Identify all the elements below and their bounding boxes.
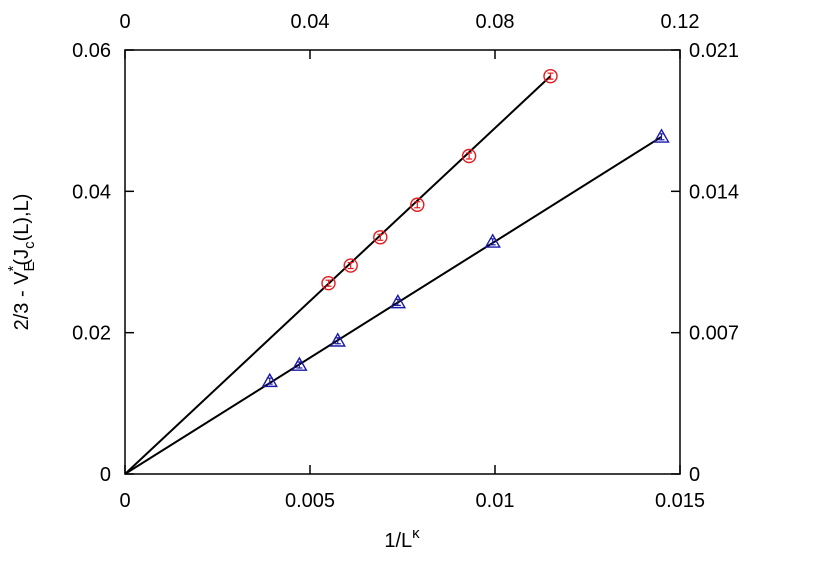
circle-marker [343,258,358,273]
triangle-marker [389,293,407,309]
triangle-marker [261,372,278,388]
plot-frame [124,49,681,475]
right-tick-label: 0 [689,464,700,486]
tick-labels: 0 0.005 0.01 0.015 0 0.04 0.08 0.12 0 0.02 0.04 0.0… [72,11,739,512]
circle-marker [543,68,558,84]
x-axis-label: 1/Lκ [384,525,420,552]
triangle-marker [653,128,670,143]
top-tick-label: 0.12 [661,11,700,33]
top-tick-label: 0.08 [476,11,515,33]
circle-marker [321,276,336,291]
right-tick-label: 0.021 [689,40,739,62]
left-tick-label: 0.02 [72,323,111,345]
left-tick-label: 0 [100,464,111,486]
right-tick-label: 0.014 [689,181,739,203]
triangle-marker [329,332,346,347]
bottom-tick-label: 0.015 [655,490,705,512]
fit-line-triangle [124,135,663,475]
top-tick-label: 0.04 [291,11,330,33]
left-tick-label: 0.06 [72,40,111,62]
top-tick-label: 0 [119,11,130,33]
axis-ticks [124,49,681,475]
circle-marker [410,197,425,212]
bottom-tick-label: 0 [119,490,130,512]
triangle-marker [484,233,501,248]
fit-lines [124,75,663,475]
bottom-tick-label: 0.01 [476,490,515,512]
fit-line-circle [124,75,552,475]
data-markers [261,68,670,388]
left-tick-label: 0.04 [72,181,111,203]
right-tick-label: 0.007 [689,323,739,345]
circle-marker [461,148,477,164]
bottom-tick-label: 0.005 [285,490,335,512]
y-axis-label: 2/3 - VE*(Jc(L),L) [5,194,38,331]
circle-marker [373,230,388,245]
triangle-marker [291,356,308,371]
